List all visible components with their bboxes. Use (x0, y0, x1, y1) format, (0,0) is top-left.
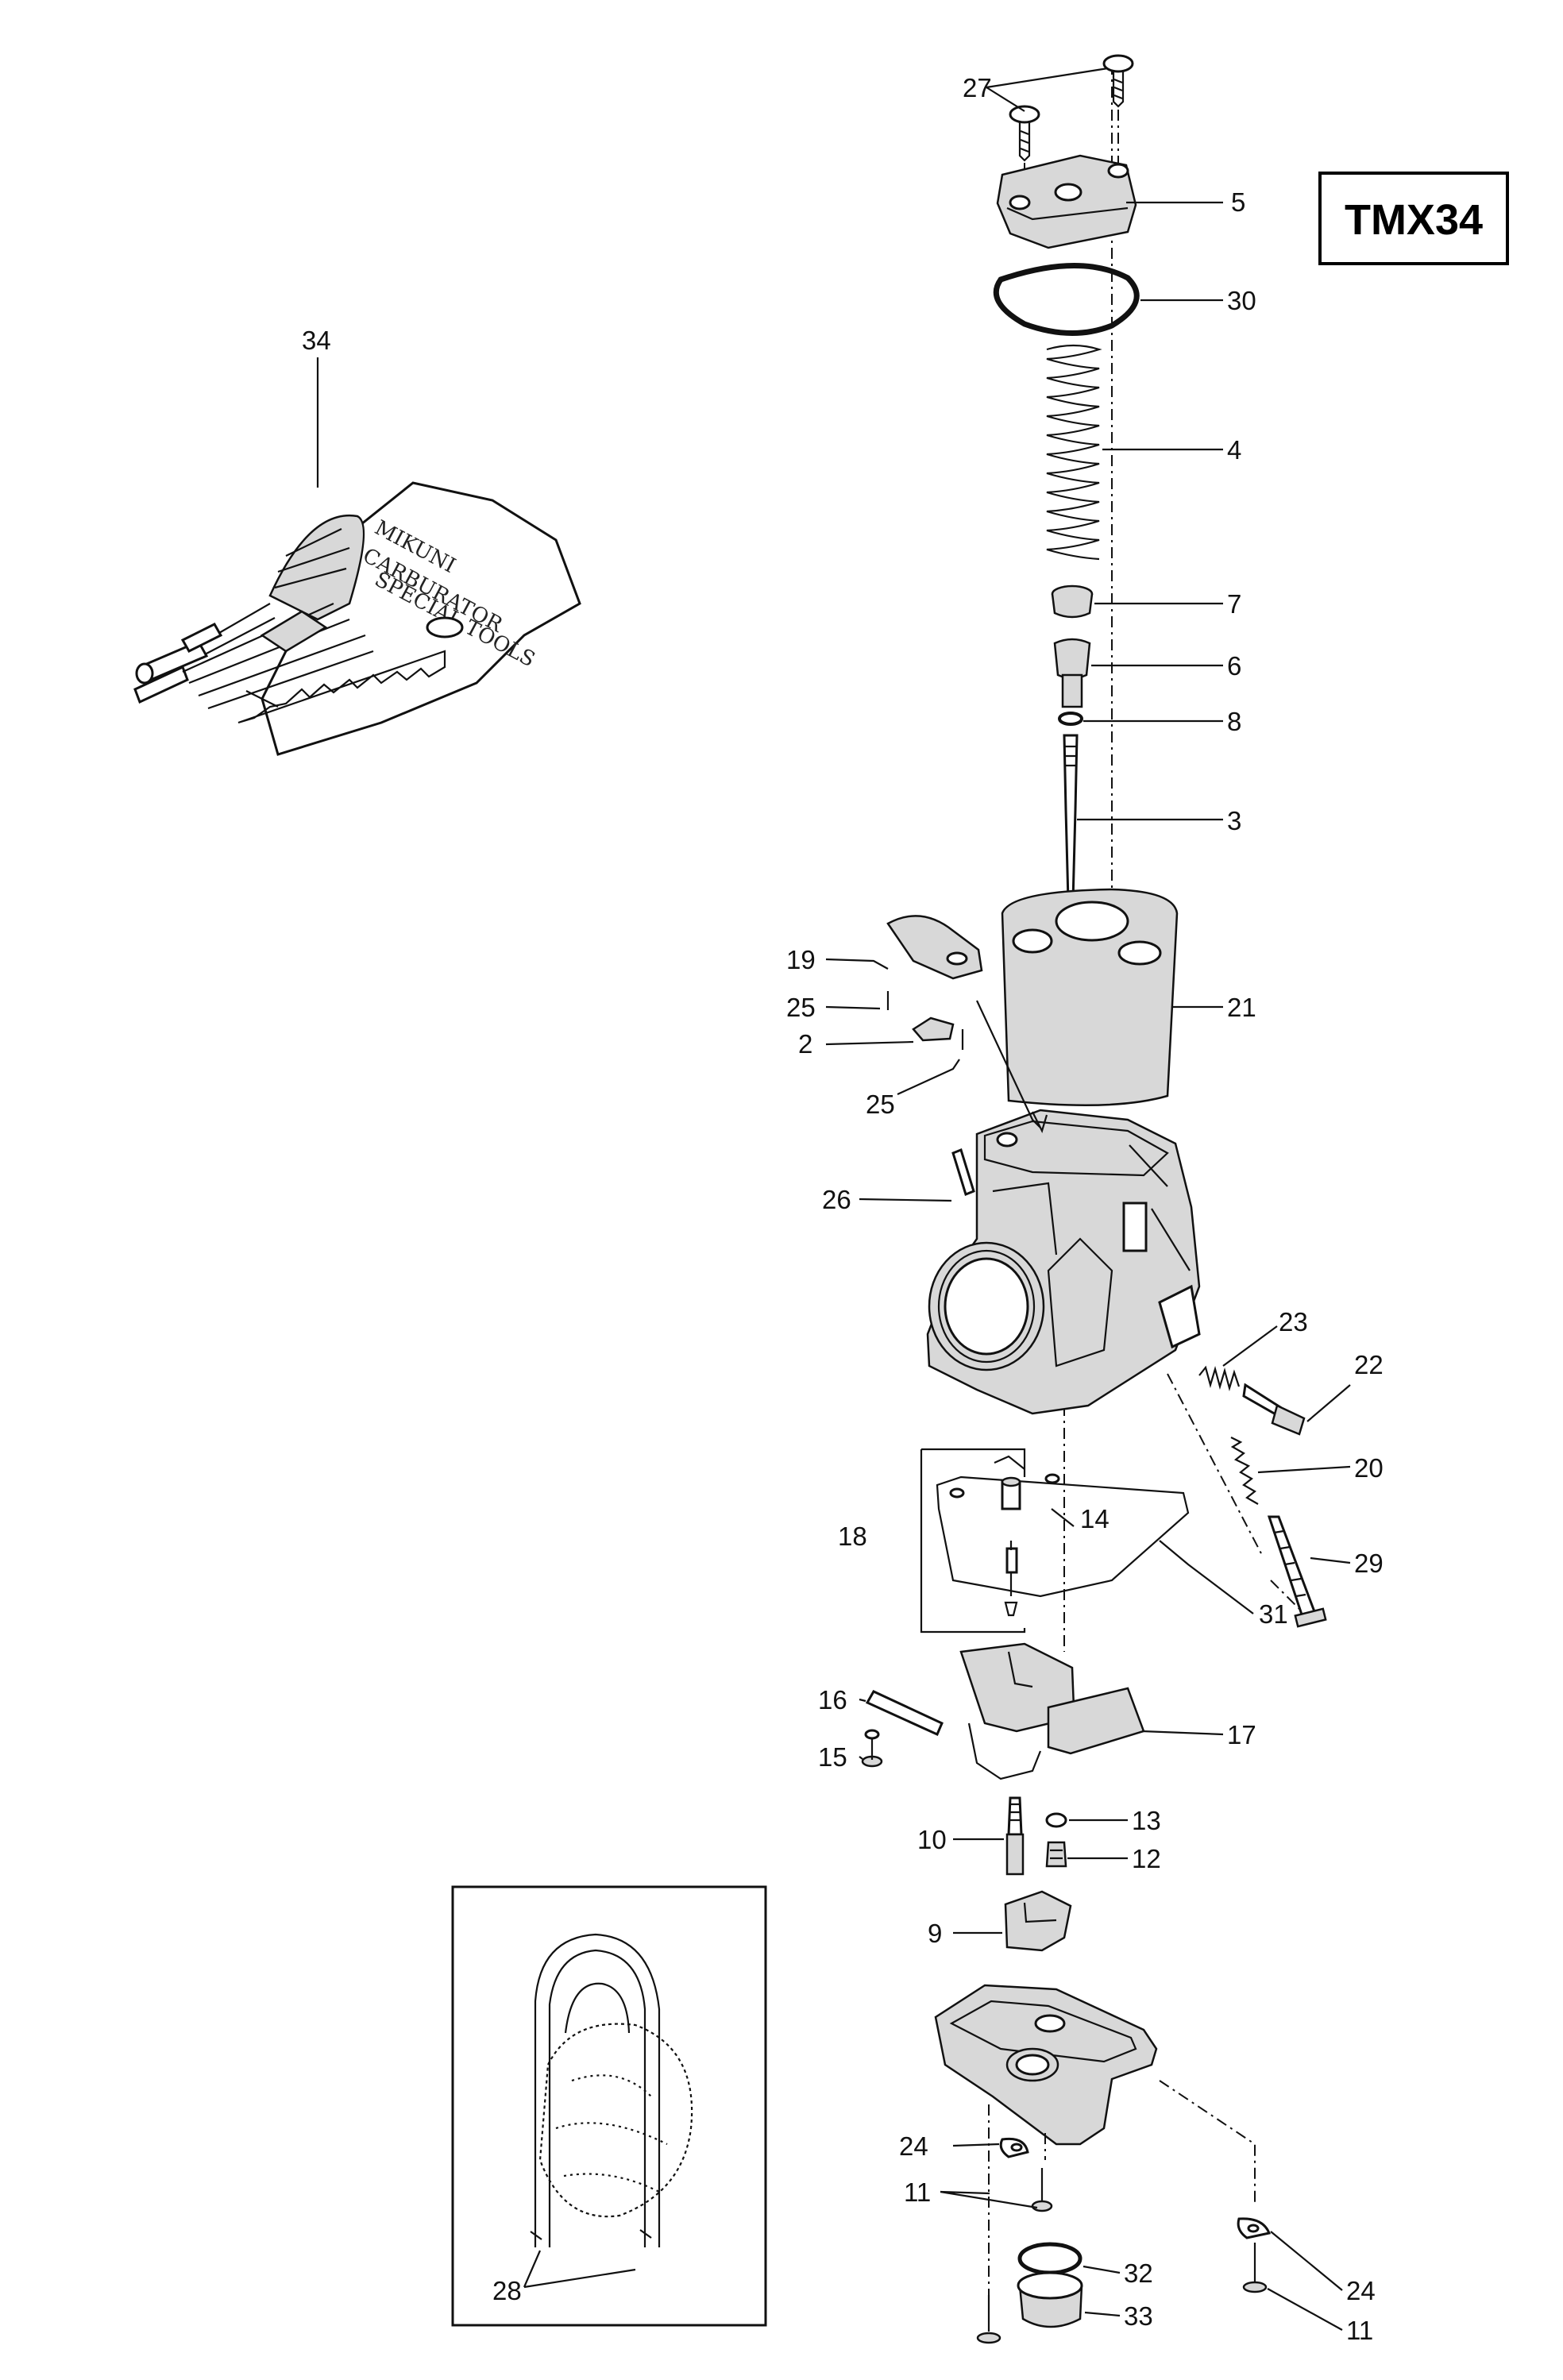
part-11-screw-right (1242, 2243, 1268, 2293)
part-4-spring (1046, 344, 1102, 561)
leader-lines (316, 67, 1351, 2331)
callout-8: 8 (1227, 707, 1241, 736)
callout-11-left: 11 (904, 2177, 931, 2207)
part-22-air-screw (1242, 1383, 1306, 1436)
callout-2: 2 (798, 1029, 812, 1059)
callout-16: 16 (818, 1685, 847, 1715)
callout-33: 33 (1124, 2301, 1153, 2331)
callout-11-right: 11 (1346, 2316, 1373, 2345)
part-10-needle-jet (1005, 1796, 1025, 1876)
model-title-box: TMX34 (1318, 172, 1509, 265)
part-32-gasket (1017, 2242, 1083, 2275)
part-23-spring (1198, 1365, 1241, 1391)
part-11-screw-left (976, 2295, 1001, 2344)
part-15-screw (861, 1729, 883, 1768)
callout-15: 15 (818, 1742, 847, 1772)
model-title: TMX34 (1345, 196, 1483, 244)
callout-22: 22 (1354, 1350, 1384, 1379)
callout-13: 13 (1132, 1806, 1161, 1835)
part-24-clip-right (1237, 2217, 1272, 2239)
part-29-idle-screw (1267, 1515, 1327, 1628)
float-bowl (934, 1984, 1158, 2146)
part-5-top-cap (996, 154, 1137, 249)
callout-24-right: 24 (1346, 2276, 1376, 2305)
part-3-jet-needle (1063, 734, 1079, 903)
callout-29: 29 (1354, 1549, 1384, 1578)
callout-5: 5 (1231, 187, 1245, 217)
callout-9: 9 (928, 1919, 942, 1948)
part-21-throttle-valve (1001, 888, 1179, 1107)
callout-32: 32 (1124, 2258, 1153, 2288)
callout-3: 3 (1227, 806, 1241, 835)
callout-4: 4 (1227, 435, 1241, 465)
part-18-needle-valve-kit (920, 1448, 1190, 1634)
callout-labels: 27 5 30 4 7 6 8 3 19 25 2 25 21 26 23 22… (302, 73, 1384, 2345)
part-13-washer (1045, 1812, 1067, 1828)
callout-20: 20 (1354, 1453, 1384, 1483)
callout-10: 10 (917, 1825, 947, 1854)
callout-25-upper: 25 (786, 993, 816, 1022)
part-26-screw (951, 1148, 975, 1196)
part-19-plate (886, 915, 983, 980)
callout-23: 23 (1279, 1307, 1308, 1337)
part-20-spring (1230, 1437, 1259, 1505)
callout-25-lower: 25 (866, 1090, 895, 1119)
callout-27: 27 (963, 73, 992, 102)
callout-24-left: 24 (899, 2131, 928, 2161)
callout-18: 18 (838, 1522, 867, 1551)
callout-34: 34 (302, 326, 331, 355)
throttle-insert-arrow (976, 1000, 1048, 1133)
part-9-baffle (1004, 1890, 1072, 1952)
callout-30: 30 (1227, 286, 1256, 315)
callout-31: 31 (1259, 1599, 1288, 1629)
part-34-tool-kit: MIKUNI CARBURATOR SPECIAL TOOLS (133, 481, 581, 756)
callout-6: 6 (1227, 651, 1241, 681)
callout-14: 14 (1080, 1504, 1110, 1533)
part-17-float (959, 1642, 1145, 1780)
callout-19: 19 (786, 945, 816, 974)
part-6-needle-holder (1053, 638, 1091, 708)
callout-28: 28 (492, 2276, 522, 2305)
part-33-plug (1017, 2271, 1083, 2328)
part-30-o-ring (993, 263, 1140, 337)
part-16-float-pin (865, 1690, 944, 1736)
part-24-clip-left (999, 2137, 1029, 2158)
callout-17: 17 (1227, 1720, 1256, 1749)
part-8-needle-clip (1058, 712, 1083, 726)
part-25-screws (886, 991, 964, 1050)
callout-21: 21 (1227, 993, 1256, 1022)
part-7-spring-seat (1051, 584, 1094, 619)
part-11-screw-center (1031, 2168, 1053, 2212)
part-12-pilot-jet (1045, 1841, 1067, 1868)
part-28-vent-tube-inset (451, 1885, 767, 2327)
callout-12: 12 (1132, 1844, 1161, 1873)
part-2-bracket (912, 1016, 955, 1042)
callout-7: 7 (1227, 589, 1241, 619)
callout-26: 26 (822, 1185, 851, 1214)
carburetor-body (926, 1109, 1201, 1415)
